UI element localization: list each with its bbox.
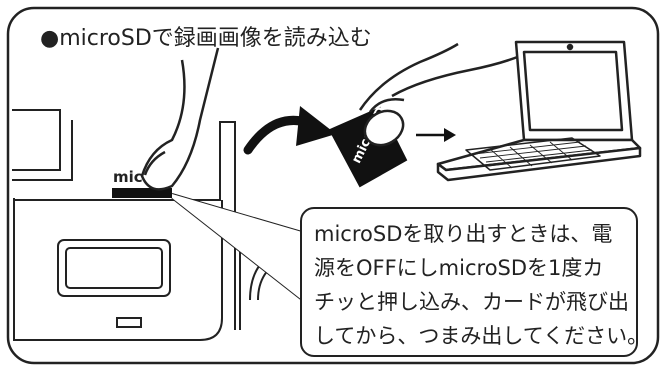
curved-arrow-icon [243, 106, 336, 155]
instruction-note: microSDを取り出すときは、電 源をOFFにしmicroSDを1度カ チッと… [300, 207, 649, 357]
card-slot [112, 188, 172, 198]
page-title: ●microSDで録画画像を読み込む [40, 26, 372, 51]
note-line: microSDを取り出すときは、電 [314, 222, 613, 246]
note-line: 源をOFFにしmicroSDを1度カ [314, 256, 604, 280]
finger-icon [140, 47, 220, 191]
device-label: mic [113, 168, 143, 186]
device-screen [57, 239, 171, 297]
note-line: してから、つまみ出してください。 [314, 324, 649, 348]
note-line: チッと押し込み、カードが飛び出 [314, 290, 629, 314]
laptop-icon [436, 40, 642, 182]
device-button [116, 317, 142, 328]
thumb-icon [363, 98, 405, 147]
right-arrow-icon [416, 128, 456, 142]
